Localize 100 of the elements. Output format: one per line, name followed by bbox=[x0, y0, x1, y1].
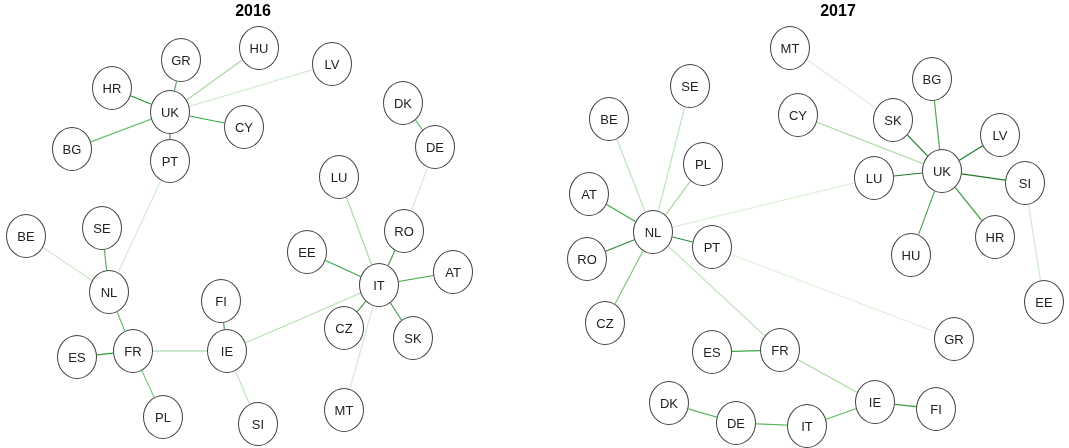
country-node: AT bbox=[433, 250, 473, 294]
link-line bbox=[671, 182, 856, 228]
country-node: CY bbox=[778, 93, 818, 137]
link-line bbox=[349, 305, 374, 390]
country-node: DK bbox=[383, 81, 423, 125]
link-line bbox=[954, 186, 983, 222]
link-line bbox=[141, 370, 155, 398]
country-node: CY bbox=[224, 105, 264, 149]
link-line bbox=[103, 249, 108, 271]
link-line bbox=[188, 69, 314, 107]
link-line bbox=[116, 311, 126, 332]
link-line bbox=[245, 292, 361, 344]
link-line bbox=[169, 133, 171, 140]
country-node: DE bbox=[716, 401, 756, 445]
country-node: ES bbox=[692, 330, 732, 374]
link-line bbox=[173, 80, 178, 92]
link-line bbox=[806, 59, 877, 109]
link-line bbox=[958, 145, 984, 161]
country-node: CZ bbox=[585, 301, 625, 345]
country-node: CZ bbox=[324, 306, 364, 350]
country-node: BG bbox=[912, 57, 952, 101]
link-line bbox=[616, 138, 646, 213]
country-node: SI bbox=[238, 402, 278, 446]
country-node: FI bbox=[916, 387, 956, 431]
country-node: LU bbox=[319, 155, 359, 199]
country-node: HR bbox=[92, 66, 132, 110]
country-node: SI bbox=[1005, 161, 1045, 205]
country-node: SE bbox=[670, 64, 710, 108]
country-node: BE bbox=[6, 214, 46, 258]
link-line bbox=[667, 245, 766, 337]
country-node: BE bbox=[589, 97, 629, 141]
country-node: HR bbox=[975, 215, 1015, 259]
link-line bbox=[893, 172, 923, 177]
country-node: AT bbox=[569, 172, 609, 216]
country-node: RO bbox=[567, 237, 607, 281]
link-line bbox=[234, 370, 251, 405]
link-line bbox=[389, 302, 403, 321]
country-node: SE bbox=[82, 206, 122, 250]
link-line bbox=[917, 190, 936, 236]
country-node: HU bbox=[891, 233, 931, 277]
country-node: IE bbox=[207, 329, 247, 373]
link-line bbox=[755, 423, 788, 426]
link-line bbox=[894, 403, 917, 408]
country-node: GR bbox=[934, 317, 974, 361]
link-line bbox=[345, 196, 373, 266]
country-node: DK bbox=[649, 381, 689, 425]
country-node: ES bbox=[57, 335, 97, 379]
link-line bbox=[356, 300, 367, 313]
country-node: EE bbox=[1024, 280, 1064, 324]
country-node: EE bbox=[287, 230, 327, 274]
link-line bbox=[614, 250, 644, 305]
link-line bbox=[186, 59, 243, 101]
link-line bbox=[42, 246, 93, 282]
link-line bbox=[671, 236, 694, 243]
link-line bbox=[906, 134, 929, 157]
country-node: IT bbox=[787, 404, 827, 448]
country-node: UK bbox=[922, 149, 962, 193]
country-node: LV bbox=[312, 42, 352, 86]
country-node: LV bbox=[980, 113, 1020, 157]
link-line bbox=[730, 253, 936, 333]
link-line bbox=[223, 322, 225, 330]
country-node: PT bbox=[150, 139, 190, 183]
link-line bbox=[152, 350, 208, 352]
link-line bbox=[96, 352, 114, 356]
country-node: PL bbox=[143, 395, 183, 439]
link-line bbox=[387, 250, 396, 266]
country-node: MT bbox=[770, 26, 810, 70]
country-node: DE bbox=[415, 125, 455, 169]
link-line bbox=[1027, 204, 1042, 281]
panel-heading: 2017 bbox=[820, 2, 856, 20]
country-node: RO bbox=[384, 209, 424, 253]
link-line bbox=[731, 350, 761, 352]
country-node: PL bbox=[683, 142, 723, 186]
country-node: SK bbox=[393, 316, 433, 360]
country-node: SK bbox=[873, 98, 913, 142]
link-line bbox=[816, 121, 924, 165]
link-line bbox=[961, 173, 1006, 181]
link-line bbox=[117, 180, 162, 273]
link-line bbox=[398, 274, 434, 283]
country-node: FR bbox=[113, 329, 153, 373]
link-line bbox=[933, 100, 941, 150]
country-node: NL bbox=[633, 210, 673, 254]
link-line bbox=[90, 118, 152, 143]
country-node: BG bbox=[52, 127, 92, 171]
country-node: GR bbox=[161, 38, 201, 82]
link-line bbox=[414, 119, 424, 131]
panel-heading: 2016 bbox=[235, 2, 271, 20]
country-node: PT bbox=[692, 225, 732, 269]
country-node: LU bbox=[854, 156, 894, 200]
country-node: IT bbox=[359, 263, 399, 307]
country-node: MT bbox=[324, 388, 364, 432]
link-line bbox=[687, 408, 718, 418]
country-node: IE bbox=[855, 380, 895, 424]
country-node: FI bbox=[201, 279, 241, 323]
link-line bbox=[657, 106, 686, 212]
link-line bbox=[825, 408, 857, 420]
link-line bbox=[605, 239, 635, 252]
link-line bbox=[130, 95, 152, 105]
country-node: NL bbox=[89, 270, 129, 314]
link-line bbox=[410, 166, 429, 212]
